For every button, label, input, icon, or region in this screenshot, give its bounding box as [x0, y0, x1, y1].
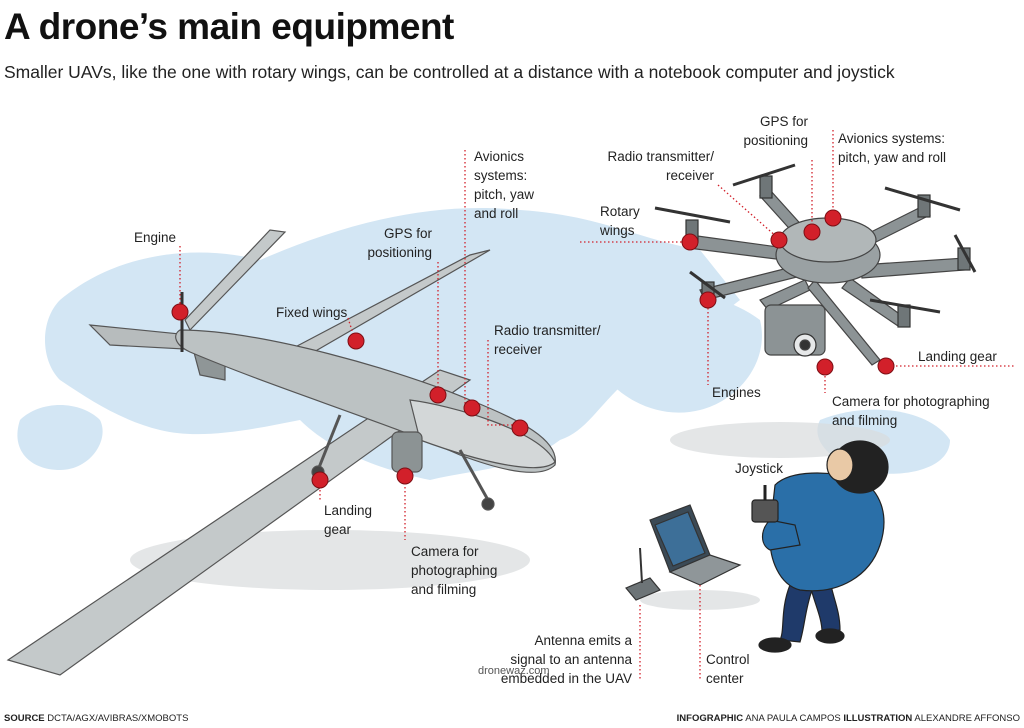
label-rotary-avionics: Avionics systems: pitch, yaw and roll	[838, 131, 947, 165]
label-joystick: Joystick	[735, 461, 784, 476]
illustration-label: ILLUSTRATION	[843, 713, 913, 724]
antenna-box	[625, 547, 661, 601]
marker-rotary-camera	[816, 358, 834, 376]
laptop	[649, 504, 742, 586]
watermark: dronewaz.com	[478, 665, 550, 677]
background-map	[17, 208, 950, 480]
marker-rotary-gps	[803, 223, 821, 241]
label-rotary-radio: Radio transmitter/ receiver	[607, 149, 714, 183]
infographic-label: INFOGRAPHIC	[676, 713, 744, 724]
marker-gps	[429, 386, 447, 404]
label-rotary-wings: Rotary wings	[600, 204, 640, 238]
label-rotary-camera: Camera for photographing and filming	[832, 394, 990, 428]
label-engine: Engine	[134, 230, 177, 245]
operator-figure	[751, 440, 889, 653]
marker-landing-gear	[311, 471, 329, 489]
marker-rotary-wings	[681, 233, 699, 251]
marker-rotary-landing	[877, 357, 895, 375]
illustration-text: ALEXANDRE AFFONSO	[914, 713, 1020, 724]
label-rotary-gps: GPS for positioning	[743, 114, 808, 148]
marker-engine	[171, 303, 189, 321]
label-landing-gear: Landing gear	[324, 503, 373, 537]
page-subtitle: Smaller UAVs, like the one with rotary w…	[4, 62, 895, 82]
source-text: DCTA/AGX/AVIBRAS/XMOBOTS	[47, 713, 189, 724]
source-label: SOURCE	[4, 713, 45, 724]
equipment-markers	[171, 209, 895, 489]
label-antenna: Antenna emits a signal to an antenna emb…	[500, 633, 632, 686]
label-avionics: Avionics systems: pitch, yaw and roll	[474, 149, 535, 221]
author-credits: INFOGRAPHIC ANA PAULA CAMPOS ILLUSTRATIO…	[677, 713, 1020, 724]
source-credit: SOURCE DCTA/AGX/AVIBRAS/XMOBOTS	[4, 713, 188, 724]
label-engines: Engines	[712, 385, 761, 400]
infographic-text: ANA PAULA CAMPOS	[745, 713, 841, 724]
label-control-center: Control center	[706, 652, 750, 686]
marker-avionics	[463, 399, 481, 417]
marker-camera	[396, 467, 414, 485]
fixed-wing-drone	[6, 229, 556, 676]
label-fixed-wings: Fixed wings	[276, 305, 348, 320]
label-radio: Radio transmitter/ receiver	[494, 323, 601, 357]
marker-rotary-radio	[770, 231, 788, 249]
label-gps: GPS for positioning	[367, 226, 432, 260]
label-camera: Camera for photographing and filming	[411, 544, 498, 597]
page-title: A drone’s main equipment	[4, 6, 454, 47]
marker-engines	[699, 291, 717, 309]
label-rotary-landing-gear: Landing gear	[918, 349, 997, 364]
marker-rotary-avionics	[824, 209, 842, 227]
rotary-wing-drone	[654, 163, 977, 373]
marker-radio	[511, 419, 529, 437]
marker-fixed-wings	[347, 332, 365, 350]
